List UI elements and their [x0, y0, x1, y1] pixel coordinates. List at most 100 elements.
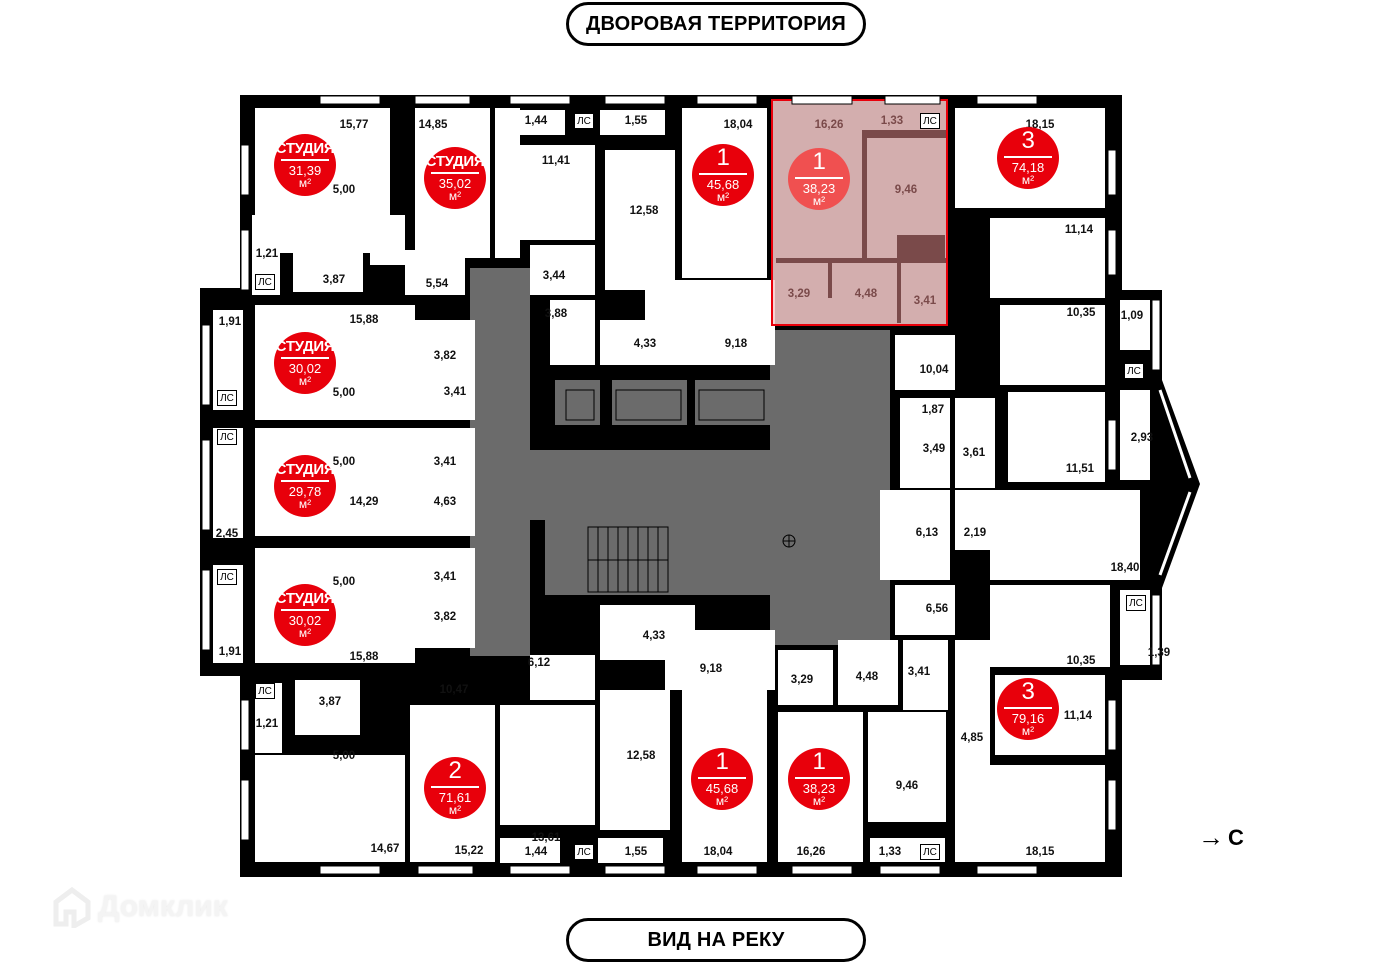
badge-divider — [794, 177, 844, 179]
room-area-label: 4,48 — [855, 671, 879, 683]
room-area-label: 1,91 — [218, 316, 242, 328]
ls-mark: ЛС — [1126, 595, 1146, 611]
room-area-label: 1,33 — [880, 115, 904, 127]
ls-mark: ЛС — [574, 113, 594, 129]
apartment-type: СТУДИЯ — [425, 152, 485, 170]
room-area-label: 10,04 — [919, 364, 949, 376]
apartment-type: СТУДИЯ — [275, 139, 335, 157]
apartment-area: 30,02 — [288, 612, 322, 628]
apartment-type: 1 — [715, 748, 729, 775]
room-area-label: 15,88 — [349, 314, 379, 326]
room-area-label: 10,35 — [1066, 655, 1096, 667]
ls-mark: ЛС — [217, 429, 237, 445]
room-area-label: 3,29 — [787, 288, 811, 300]
badge-divider — [698, 173, 748, 175]
room-area-label: 15,22 — [454, 845, 484, 857]
badge-divider — [280, 158, 330, 161]
bay-window — [1158, 389, 1192, 576]
arrow-right-icon: → — [1198, 822, 1224, 852]
apartment-area: 38,23 — [802, 181, 836, 196]
ls-mark: ЛС — [217, 390, 237, 406]
room-area-label: 10,35 — [1066, 307, 1096, 319]
room-area-label: 18,04 — [723, 119, 753, 131]
apartment-area: 30,02 — [288, 360, 322, 376]
room-area-label: 3,49 — [922, 443, 946, 455]
apartment-area: 29,78 — [288, 483, 322, 499]
room-area-label: 2,19 — [963, 527, 987, 539]
room-area-label: 6,12 — [527, 657, 551, 669]
badge-divider — [430, 786, 480, 788]
compass-direction: С — [1228, 824, 1244, 850]
area-unit: м² — [448, 803, 462, 817]
room-area-label: 3,41 — [433, 571, 457, 583]
room-area-label: 18,04 — [703, 846, 733, 858]
room-area-label: 5,00 — [332, 184, 356, 196]
room-area-label: 1,21 — [255, 718, 279, 730]
room-area-label: 5,54 — [425, 278, 449, 290]
room-area-label: 14,67 — [370, 843, 400, 855]
apartment-area: 31,39 — [288, 162, 322, 178]
courtyard-label: ДВОРОВАЯ ТЕРРИТОРИЯ — [566, 2, 866, 46]
area-unit: м² — [812, 794, 826, 808]
room-area-label: 3,82 — [433, 611, 457, 623]
room-area-label: 15,88 — [349, 651, 379, 663]
room-area-label: 5,00 — [332, 576, 356, 588]
room-area-label: 14,85 — [418, 119, 448, 131]
room-area-label: 6,56 — [925, 603, 949, 615]
ls-mark: ЛС — [574, 844, 594, 860]
room-area-label: 3,61 — [962, 447, 986, 459]
watermark-brand: Домклик — [98, 890, 228, 923]
apartment-area: 38,23 — [802, 781, 836, 796]
badge-divider — [280, 356, 330, 359]
ls-mark: ЛС — [1124, 363, 1144, 379]
room-area-label: 4,33 — [642, 630, 666, 642]
area-unit: м² — [715, 794, 729, 808]
room-area-label: 3,87 — [318, 696, 342, 708]
area-unit: м² — [298, 496, 312, 511]
house-logo-icon — [53, 886, 91, 928]
room-area-label: 1,33 — [878, 846, 902, 858]
room-area-label: 1,44 — [524, 846, 548, 858]
apartment-type: 3 — [1021, 678, 1035, 705]
apartment-area: 45,68 — [706, 177, 740, 192]
elevators — [565, 389, 765, 421]
room-area-label: 1,55 — [624, 115, 648, 127]
area-unit: м² — [1021, 173, 1035, 187]
apartment-type: 1 — [812, 748, 826, 775]
area-unit: м² — [298, 373, 312, 388]
apartment-area: 79,16 — [1011, 711, 1045, 726]
room-area-label: 9,18 — [724, 338, 748, 350]
badge-divider — [280, 608, 330, 611]
room-area-label: 4,48 — [854, 288, 878, 300]
room-area-label: 11,14 — [1063, 710, 1093, 722]
room-area-label: 13,61 — [531, 832, 561, 844]
area-unit: м² — [1021, 724, 1035, 738]
area-unit: м² — [716, 190, 730, 204]
room-area-label: 4,33 — [633, 338, 657, 350]
apartment-area: 35,02 — [438, 175, 472, 191]
ls-mark: ЛС — [255, 274, 275, 290]
room-area-label: 3,87 — [322, 274, 346, 286]
room-area-label: 1,87 — [921, 404, 945, 416]
room-area-label: 18,40 — [1110, 562, 1140, 574]
watermark-logo: Домклик — [52, 886, 228, 928]
room-area-label: 3,41 — [907, 666, 931, 678]
area-unit: м² — [448, 188, 462, 203]
area-unit: м² — [812, 194, 826, 208]
room-area-label: 11,41 — [541, 155, 571, 167]
room-area-label: 11,14 — [1064, 224, 1094, 236]
badge-divider — [794, 777, 844, 779]
